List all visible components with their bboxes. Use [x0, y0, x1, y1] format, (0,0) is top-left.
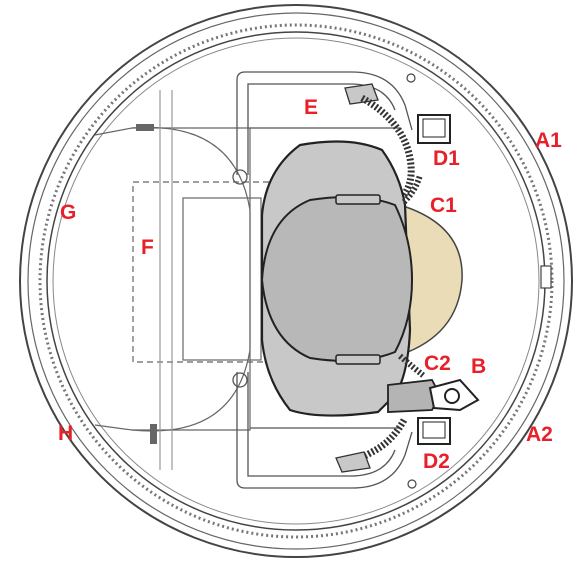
linkage-bottom-block	[335, 451, 371, 473]
hinge-b-pin	[444, 388, 460, 404]
bottom-pivot	[232, 372, 248, 388]
bottom-conduit-inner	[247, 372, 396, 477]
label-a2: A2	[526, 423, 553, 446]
top-pivot	[232, 169, 248, 185]
bottom-conduit	[236, 372, 413, 489]
label-d1: D1	[433, 147, 460, 170]
spring-c2	[398, 353, 426, 379]
outer-ring	[19, 4, 573, 558]
inner-head	[260, 195, 414, 362]
label-b: B	[471, 355, 486, 378]
fastener-top-right	[406, 73, 416, 83]
spring-c1	[401, 174, 423, 205]
label-c2: C2	[424, 352, 451, 375]
spring-bottom	[343, 418, 408, 468]
label-d2: D2	[423, 450, 450, 473]
ring-fasteners	[406, 73, 552, 489]
top-conduit	[236, 71, 413, 175]
hinge-b	[428, 378, 480, 412]
bead-ring	[38, 23, 554, 539]
inner-ring-2	[52, 37, 540, 525]
left-dome	[131, 126, 251, 432]
hull-line-top	[94, 127, 133, 136]
beige-lens	[399, 203, 463, 357]
fastener-bottom-right	[407, 479, 417, 489]
clamp-bottom	[150, 424, 157, 444]
block-d2-inner	[422, 421, 446, 439]
dashed-cargo-box	[132, 181, 274, 363]
outer-ring-inner-edge	[27, 12, 565, 550]
label-c1: C1	[430, 194, 457, 217]
central-body	[260, 140, 463, 417]
block-d1	[417, 114, 451, 144]
top-tab	[335, 194, 381, 205]
label-a1: A1	[535, 129, 562, 152]
spring-top	[360, 94, 415, 198]
inner-cargo-box	[182, 197, 262, 361]
bottom-tab	[335, 354, 381, 365]
left-chamber	[94, 90, 274, 470]
left-clamps	[136, 124, 157, 444]
linkage-e-block	[344, 83, 379, 105]
ring-latch-right	[540, 265, 552, 289]
label-f: F	[141, 236, 154, 259]
label-h: H	[58, 422, 73, 445]
clamp-top	[136, 124, 154, 131]
hull-line-bottom	[94, 424, 133, 431]
linkage-e	[344, 83, 415, 198]
left-bulkhead	[132, 127, 251, 431]
block-d1-inner	[422, 118, 446, 138]
label-e: E	[304, 96, 318, 119]
labels: A1 A2 B C1 C2 D1 D2 E F G H	[58, 96, 562, 473]
label-g: G	[60, 201, 76, 224]
block-d2	[417, 417, 451, 445]
